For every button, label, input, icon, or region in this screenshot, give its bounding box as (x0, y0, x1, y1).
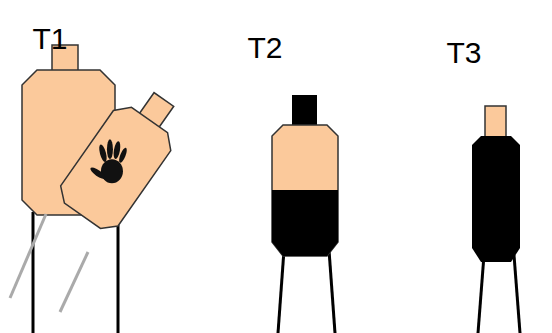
support-stick (60, 252, 88, 312)
target-stand (514, 255, 520, 333)
target-label: T2 (247, 33, 282, 63)
target-label: T3 (446, 38, 481, 68)
target-stand (478, 255, 484, 333)
target-head (292, 95, 317, 126)
target-head (485, 106, 506, 137)
support-stick (10, 214, 46, 298)
target-stand (32, 212, 35, 333)
target-stand (329, 250, 335, 333)
hand-symbol (89, 139, 129, 183)
target-black-zone (272, 190, 338, 256)
target-stand (278, 250, 284, 333)
target-body (472, 136, 520, 262)
target-stand (117, 225, 120, 333)
target-body (272, 125, 338, 256)
tilted-target (51, 77, 193, 236)
target-label: T1 (32, 24, 67, 54)
